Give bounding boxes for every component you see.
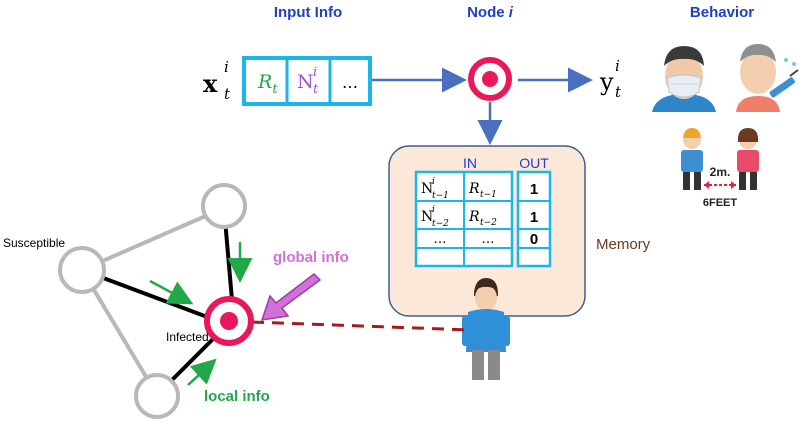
memory-row2-n-sup: i (432, 205, 435, 215)
social-distancing-icon: 2m. 6FEET (681, 128, 759, 209)
local-info-label: local info (204, 388, 270, 405)
output-variable: y i t (599, 57, 622, 101)
memory-box: IN OUT N i t−1 R t−1 1 N i t−2 R t−2 1 …… (388, 145, 651, 317)
input-variable: x i t (203, 58, 231, 103)
global-info-label: global info (273, 249, 349, 266)
memory-row3-r: … (482, 232, 495, 247)
input-cell-n-sub: t (313, 82, 319, 97)
neighbor-node-bottom (134, 373, 180, 419)
input-cell-n: N (297, 71, 314, 93)
vaccine-person-icon (736, 44, 799, 112)
memory-row1-out: 1 (530, 181, 538, 198)
memory-row2-r-sub: t−2 (480, 218, 497, 228)
infected-label: Infected (166, 330, 209, 344)
node-i-header: Node i (467, 4, 514, 21)
input-vector: Rt N i t … (242, 56, 372, 106)
memory-row1-n-sub: t−1 (432, 191, 449, 201)
node-i-var: i (509, 4, 514, 21)
output-var-sup: i (615, 57, 620, 75)
memory-out-table (516, 170, 552, 268)
neighbor-node-top (201, 183, 247, 229)
input-var-sup: i (224, 58, 229, 76)
local-info-arrow-3 (187, 358, 217, 386)
memory-row1-n: N (421, 181, 433, 197)
memory-in-header: IN (463, 155, 477, 171)
memory-row2-r: R (468, 209, 480, 225)
input-var-x: x (203, 69, 218, 98)
memory-label: Memory (596, 236, 651, 253)
memory-row1-n-sup: i (432, 177, 435, 187)
input-info-header: Input Info (274, 4, 342, 21)
memory-out-header: OUT (519, 155, 549, 171)
global-info-arrow (260, 273, 322, 321)
local-info-arrow-2 (149, 279, 194, 305)
memory-row2-n-sub: t−2 (432, 219, 449, 229)
mask-person-icon (652, 46, 716, 112)
susceptible-node (58, 246, 106, 294)
memory-row3-n: … (434, 232, 447, 247)
input-var-sub: t (224, 85, 231, 103)
memory-row1-r-sub: t−1 (480, 190, 497, 200)
input-cell-r: Rt (257, 71, 278, 97)
person-icon (462, 278, 510, 380)
behavior-header: Behavior (690, 4, 754, 21)
input-cell-ellipsis: … (342, 73, 358, 92)
susceptible-label: Susceptible (3, 236, 65, 250)
node-i-icon (468, 57, 512, 101)
contact-network: Susceptible Infected global info local i… (3, 183, 349, 419)
output-var-sub: t (615, 83, 622, 101)
memory-row2-n: N (421, 209, 433, 225)
feet-label: 6FEET (703, 197, 738, 209)
memory-row3-out: 0 (530, 231, 538, 248)
node-i-label: Node (467, 4, 505, 21)
memory-row2-out: 1 (530, 209, 538, 226)
node-person-link (251, 320, 471, 332)
distance-label: 2m. (710, 165, 731, 179)
memory-row1-r: R (468, 181, 480, 197)
output-var-y: y (599, 68, 614, 96)
input-cell-n-sup: i (313, 65, 317, 80)
